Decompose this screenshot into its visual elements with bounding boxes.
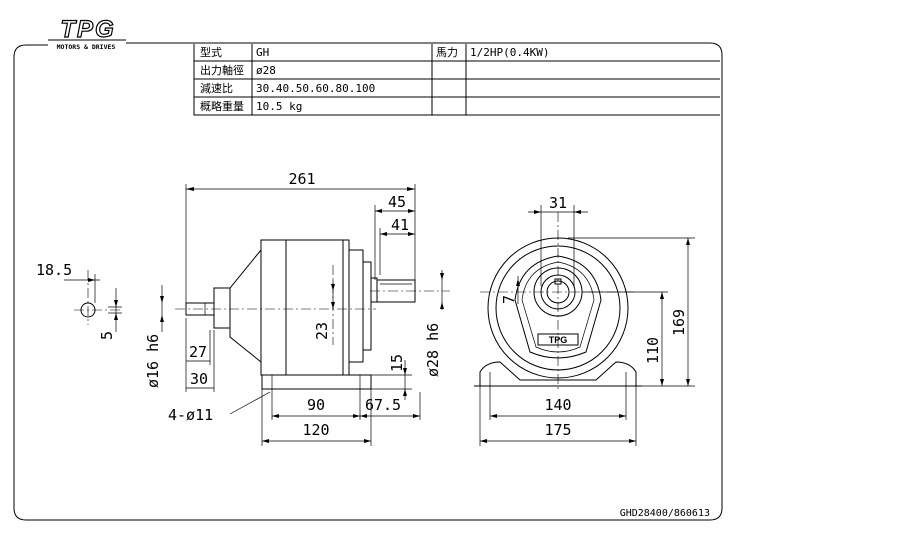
front-view: TPG 31 7 169 110 <box>474 194 695 446</box>
dim-shaft-ext: 45 <box>388 193 406 211</box>
spec-label-shaft: 出力軸徑 <box>200 63 244 77</box>
dim-shaft-height: 110 <box>644 337 662 364</box>
spec-value-weight: 10.5 kg <box>256 100 302 113</box>
dim-input-shaft: ø16 h6 <box>144 334 162 388</box>
dim-base-offset: 67.5 <box>365 396 401 414</box>
side-view: 261 45 41 <box>144 170 450 446</box>
dim-mount-holes: 4-ø11 <box>168 406 213 424</box>
spec-label-ratio: 減速比 <box>200 81 233 95</box>
dim-center-offset: 23 <box>313 322 331 340</box>
dim-top: 31 <box>549 194 567 212</box>
dim-overall-height: 169 <box>670 309 688 336</box>
spec-table: 型式 GH 馬力 1/2HP(0.4KW) 出力軸徑 ø28 減速比 30.40… <box>193 44 720 116</box>
dim-key-offset: 18.5 <box>36 261 72 279</box>
border-frame <box>13 42 723 521</box>
dim-hole-pitch-front: 140 <box>544 396 571 414</box>
spec-label-weight: 概略重量 <box>200 99 244 113</box>
logo-tagline: MOTORS & DRIVES <box>57 43 116 51</box>
spec-value-ratio: 30.40.50.60.80.100 <box>256 82 375 95</box>
dim-input-len1: 27 <box>189 343 207 361</box>
spec-value-power: 1/2HP(0.4KW) <box>470 46 549 59</box>
dim-base-thick: 15 <box>388 354 406 372</box>
dim-output-shaft: ø28 h6 <box>424 323 442 377</box>
dim-input-len2: 30 <box>190 370 208 388</box>
spec-label-model: 型式 <box>200 45 222 59</box>
dim-hole-pitch-side: 90 <box>307 396 325 414</box>
spec-label-power: 馬力 <box>436 46 458 59</box>
dim-key-width: 5 <box>98 331 116 340</box>
spec-value-shaft: ø28 <box>256 64 276 77</box>
drawing-number: GHD28400/860613 <box>620 508 710 519</box>
key-detail: 18.5 5 <box>36 261 122 340</box>
spec-value-model: GH <box>256 46 269 59</box>
logo-text: TPG <box>60 16 115 43</box>
dim-base-length: 120 <box>302 421 329 439</box>
dim-key-depth: 7 <box>500 295 518 304</box>
dim-overall-length: 261 <box>288 170 315 188</box>
tpg-logo: TPG MOTORS & DRIVES <box>48 15 126 51</box>
dim-base-width: 175 <box>544 421 571 439</box>
dim-key-length: 41 <box>391 216 409 234</box>
